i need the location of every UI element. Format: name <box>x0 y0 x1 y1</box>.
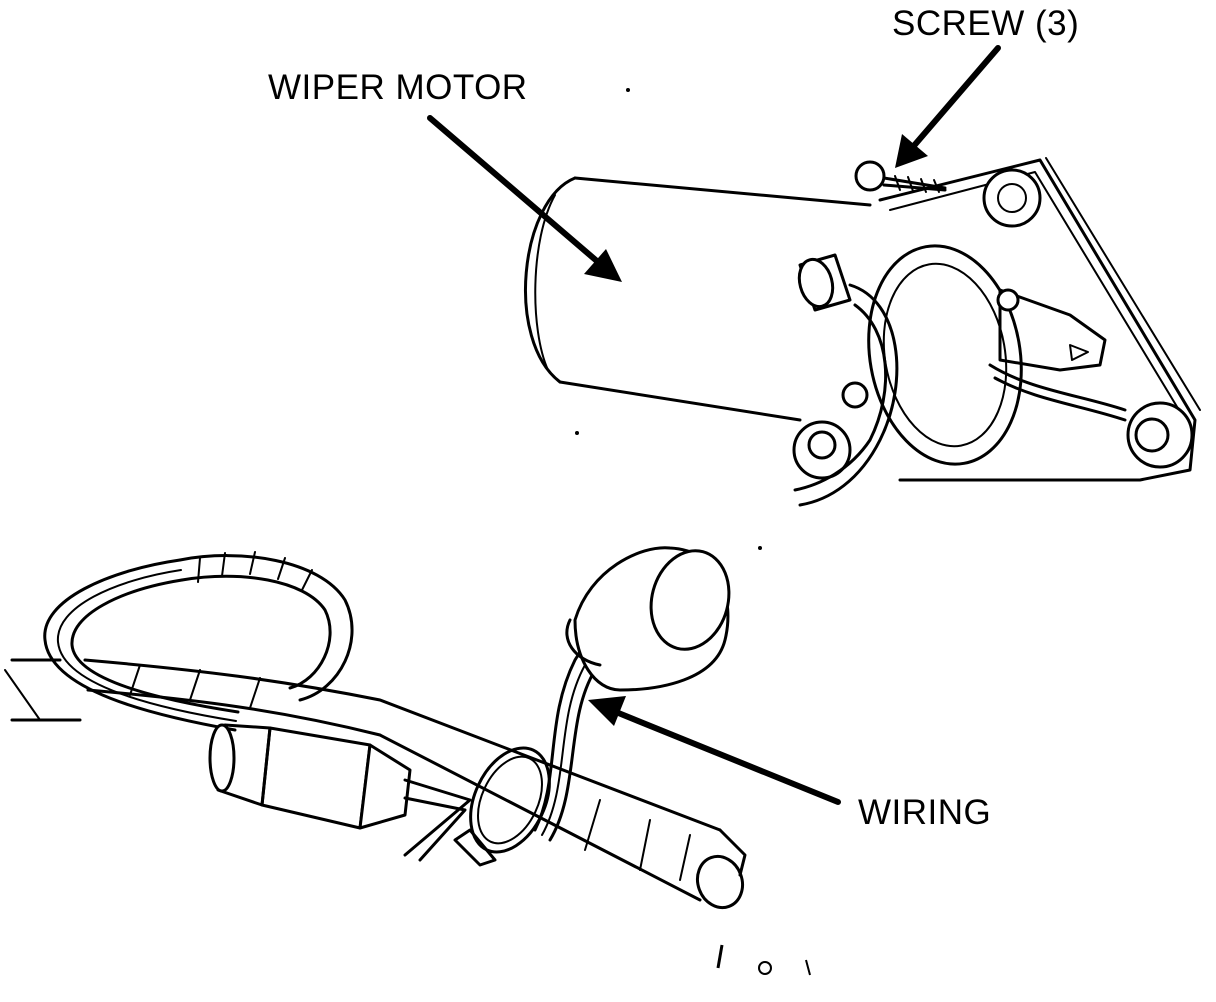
wiper-motor-body <box>524 157 1201 507</box>
wiring-harness <box>4 546 747 910</box>
screw-arrow <box>895 45 1001 168</box>
wiper-motor-label: WIPER MOTOR <box>268 68 528 107</box>
screw-label: SCREW (3) <box>892 4 1080 43</box>
scan-specks <box>575 88 811 976</box>
wiper-motor-arrow <box>427 115 622 282</box>
wiring-arrow <box>588 696 841 805</box>
screw-part <box>854 160 947 193</box>
wiring-label: WIRING <box>858 793 992 832</box>
